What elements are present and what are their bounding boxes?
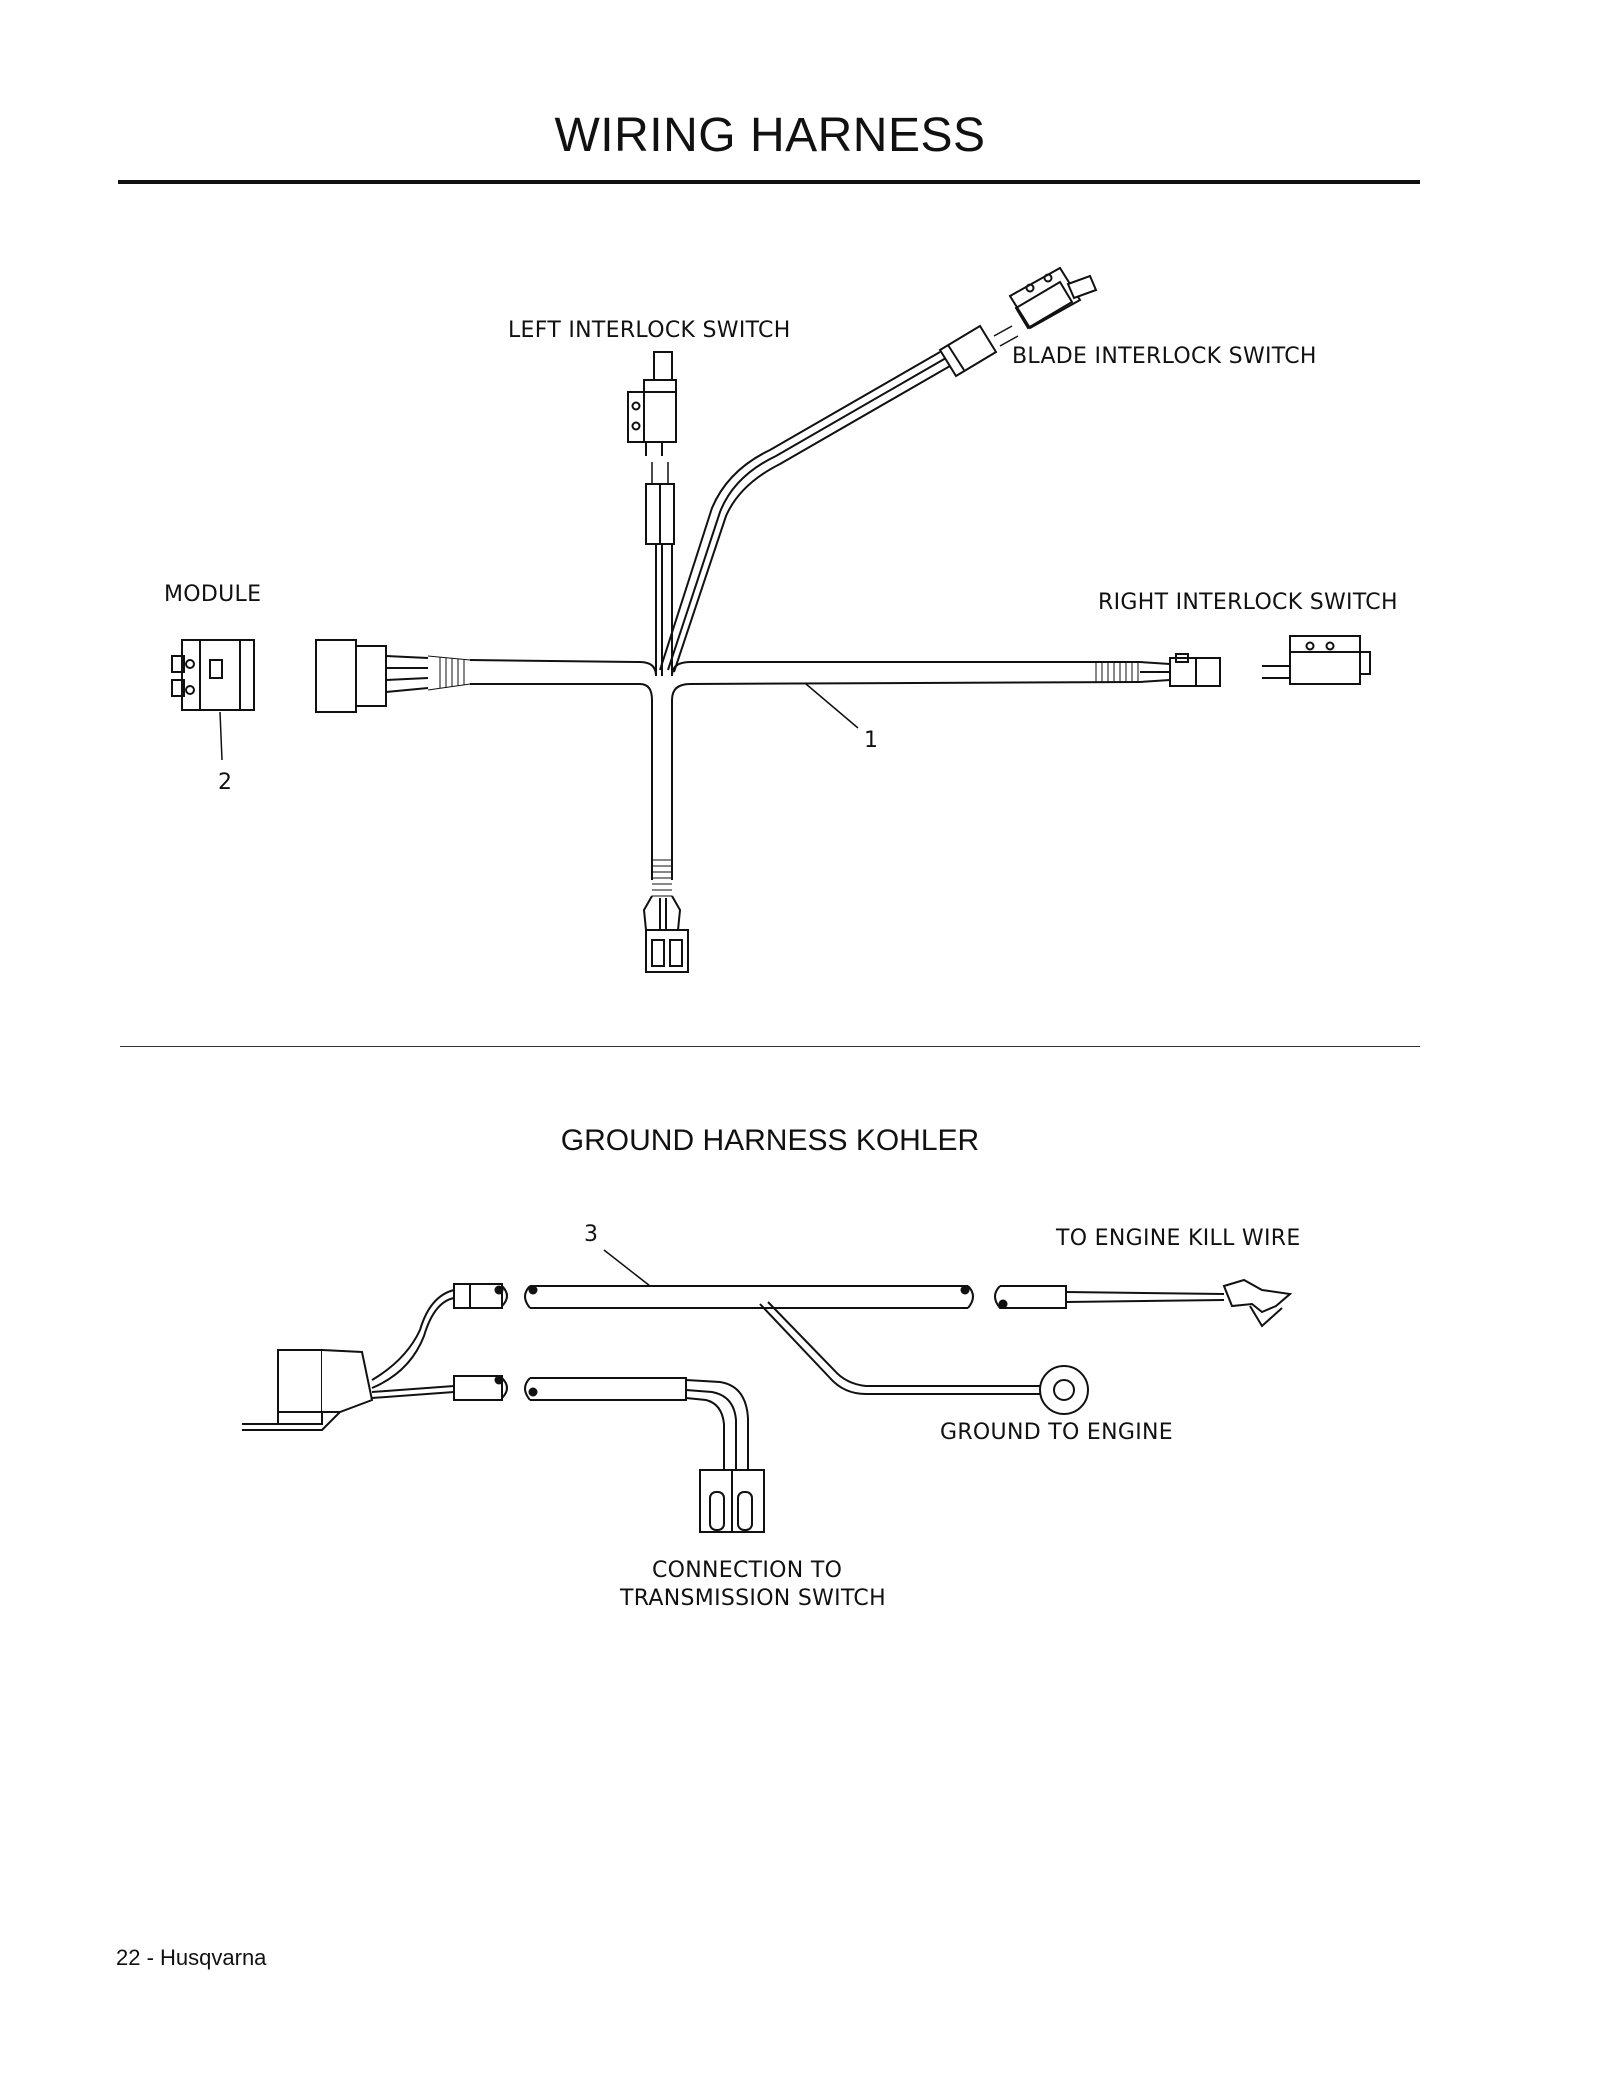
page-title: WIRING HARNESS [554,109,986,162]
bottom-wire-wrap [652,859,672,897]
to-engine-kill-wire-label: TO ENGINE KILL WIRE [1056,1226,1301,1251]
lower-long-sleeve [524,1377,687,1401]
callout-1: 1 [864,728,878,753]
callout-3: 3 [584,1222,598,1247]
lower-left-sleeve [453,1375,503,1401]
blade-harness [659,351,951,673]
left-interlock-switch-shape [627,351,677,456]
callout-3-leader [603,1249,651,1287]
ground-harness-title: GROUND HARNESS KOHLER [560,1124,980,1157]
right-wire-wrap [1095,662,1139,682]
left-interlock-switch-label: LEFT INTERLOCK SWITCH [508,318,791,343]
module-label: MODULE [164,582,262,607]
upper-left-sleeve [453,1283,503,1309]
left-interlock-connector [645,483,675,545]
blade-interlock-switch-shape [1008,266,1098,330]
callout-1-leader [805,683,859,729]
ring-terminal [1039,1365,1089,1415]
right-interlock-switch-label: RIGHT INTERLOCK SWITCH [1098,590,1398,615]
connection-to-transmission-switch-label-line2: TRANSMISSION SWITCH [620,1586,886,1611]
ground-to-engine-label: GROUND TO ENGINE [940,1420,1173,1445]
bottom-connector [645,929,689,973]
transmission-connector-shape [699,1469,765,1533]
left-wire-wrap [427,655,471,691]
ground-module-shape [242,1349,374,1431]
right-short-sleeve [994,1285,1067,1309]
right-interlock-switch-shape [1262,635,1371,685]
trunk-right [671,661,1141,701]
blade-interlock-switch-label: BLADE INTERLOCK SWITCH [1012,344,1317,369]
kill-wire-terminal [1222,1278,1293,1328]
connection-to-transmission-switch-label-line1: CONNECTION TO [652,1558,843,1583]
callout-2-leader [219,711,223,761]
blade-harness-connector [938,324,998,378]
module-connector [171,639,255,711]
harness-plug-left [315,639,429,713]
section-divider [120,1046,1420,1047]
upper-long-sleeve [524,1285,974,1309]
title-rule [118,180,1420,184]
trunk-left [469,659,657,880]
callout-2: 2 [218,770,232,795]
right-harness-connector [1169,653,1221,687]
page-footer: 22 - Husqvarna [116,1945,267,1970]
